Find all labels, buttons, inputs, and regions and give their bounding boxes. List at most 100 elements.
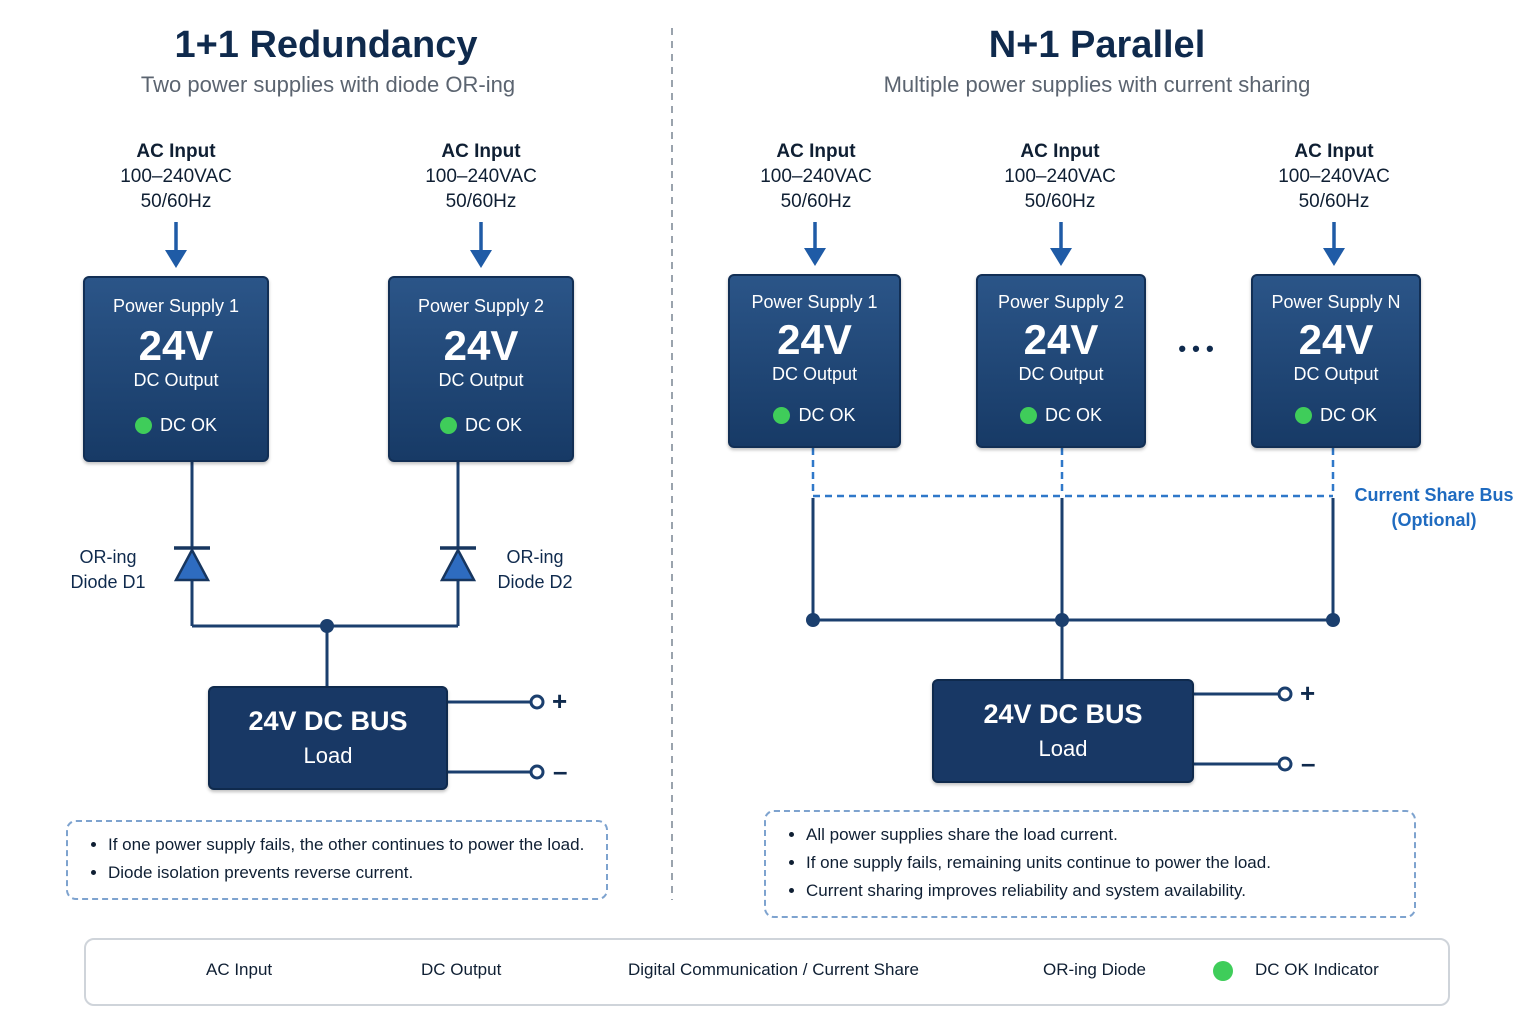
ac-arrow-left-2 xyxy=(470,222,492,268)
note-item: If one supply fails, remaining units con… xyxy=(806,849,1414,877)
psu-status-text: DC OK xyxy=(159,415,217,435)
power-supply-left-1: Power Supply 1 24V DC Output DC OK xyxy=(83,276,269,462)
psu-status-text: DC OK xyxy=(798,405,856,425)
ac-input-right-n: AC Input 100–240VAC 50/60Hz xyxy=(1254,139,1414,214)
dc-ok-indicator-icon xyxy=(773,407,791,424)
psu-status-text: DC OK xyxy=(1044,405,1102,425)
psu-status: DC OK xyxy=(978,405,1144,426)
ac-input-voltage: 100–240VAC xyxy=(760,166,872,187)
diode-d1-symbol xyxy=(173,546,211,582)
note-item: Current sharing improves reliability and… xyxy=(806,877,1414,905)
terminal-plus-label-right: + xyxy=(1300,678,1316,708)
ac-input-freq: 50/60Hz xyxy=(445,191,517,212)
ac-input-freq: 50/60Hz xyxy=(780,191,852,212)
ac-input-label: AC Input xyxy=(1294,141,1374,162)
diode-label-line1: OR-ing xyxy=(506,547,564,567)
bus-title: 24V DC BUS xyxy=(983,699,1143,729)
power-supply-left-2: Power Supply 2 24V DC Output DC OK xyxy=(388,276,574,462)
current-share-bus-lines xyxy=(811,448,1335,498)
bus-load: Load xyxy=(303,743,353,768)
left-notes: If one power supply fails, the other con… xyxy=(66,820,608,900)
psu-desc: DC Output xyxy=(771,364,858,384)
psu-status: DC OK xyxy=(730,405,899,426)
psu-status-text: DC OK xyxy=(464,415,522,435)
terminal-plus-label-left: + xyxy=(552,686,568,716)
psu-desc: DC Output xyxy=(438,370,524,390)
ac-input-right-2: AC Input 100–240VAC 50/60Hz xyxy=(980,139,1140,214)
bus-load: Load xyxy=(1038,736,1088,761)
psu-name: Power Supply 1 xyxy=(751,292,878,312)
legend xyxy=(84,938,1450,1006)
junction-dot-r2 xyxy=(1055,613,1069,627)
junction-dot-left xyxy=(320,619,334,633)
dc-ok-indicator-icon xyxy=(1294,407,1312,424)
ac-input-label: AC Input xyxy=(441,141,521,162)
psu-status-text: DC OK xyxy=(1319,405,1377,425)
ac-input-voltage: 100–240VAC xyxy=(1278,166,1390,187)
left-title: 1+1 Redundancy xyxy=(174,24,478,66)
terminal-minus-label-left: – xyxy=(553,756,568,786)
psu-voltage: 24V xyxy=(443,322,519,369)
psu-voltage: 24V xyxy=(777,316,852,363)
ellipsis-more-supplies: • • • xyxy=(1178,336,1214,361)
terminal-plus-left xyxy=(529,694,545,710)
ac-input-label: AC Input xyxy=(776,141,856,162)
diode-d2-symbol xyxy=(439,546,477,582)
psu-voltage: 24V xyxy=(138,322,214,369)
ac-input-freq: 50/60Hz xyxy=(140,191,212,212)
dc-ok-indicator-icon xyxy=(1019,407,1037,424)
bus-title: 24V DC BUS xyxy=(248,706,408,736)
note-item: Diode isolation prevents reverse current… xyxy=(108,859,606,887)
power-supply-right-1: Power Supply 1 24V DC Output DC OK xyxy=(728,274,901,448)
legend-dc-ok-indicator: DC OK Indicator xyxy=(1255,960,1379,979)
terminal-minus-left xyxy=(529,764,545,780)
note-item: All power supplies share the load curren… xyxy=(806,821,1414,849)
junction-dot-r3 xyxy=(1326,613,1340,627)
psu-name: Power Supply N xyxy=(1271,292,1401,312)
ac-input-voltage: 100–240VAC xyxy=(425,166,537,187)
diode-d1-label: OR-ing Diode D1 xyxy=(58,545,158,595)
diode-d2-label: OR-ing Diode D2 xyxy=(485,545,585,595)
legend-dc-ok-icon xyxy=(1213,961,1233,981)
ac-input-label: AC Input xyxy=(136,141,216,162)
power-supply-right-2: Power Supply 2 24V DC Output DC OK xyxy=(976,274,1146,448)
psu-name: Power Supply 2 xyxy=(997,292,1125,312)
dc-bus-load-left: 24V DC BUS Load xyxy=(208,686,448,790)
current-share-bus-label: Current Share Bus (Optional) xyxy=(1348,483,1520,533)
terminal-plus-right xyxy=(1277,686,1293,702)
terminal-minus-right xyxy=(1277,756,1293,772)
legend-dc-output: DC Output xyxy=(421,960,502,979)
right-notes: All power supplies share the load curren… xyxy=(764,810,1416,918)
ac-arrow-left-1 xyxy=(165,222,187,268)
psu-name: Power Supply 2 xyxy=(417,296,545,316)
psu-voltage: 24V xyxy=(1298,316,1374,363)
ac-arrow-right-n xyxy=(1323,222,1345,266)
diode-label-line1: OR-ing xyxy=(79,547,137,567)
ac-input-right-1: AC Input 100–240VAC 50/60Hz xyxy=(736,139,896,214)
ac-input-left-1: AC Input 100–240VAC 50/60Hz xyxy=(96,139,256,214)
right-subtitle: Multiple power supplies with current sha… xyxy=(883,72,1311,97)
legend-digital-communication: Digital Communication / Current Share xyxy=(628,960,920,979)
share-bus-line1: Current Share Bus xyxy=(1354,485,1514,505)
dc-bus-load-right: 24V DC BUS Load xyxy=(932,679,1194,783)
note-item: If one power supply fails, the other con… xyxy=(108,831,606,859)
junction-dot-r1 xyxy=(806,613,820,627)
ac-input-left-2: AC Input 100–240VAC 50/60Hz xyxy=(401,139,561,214)
share-bus-line2: (Optional) xyxy=(1391,510,1477,530)
psu-name: Power Supply 1 xyxy=(112,296,240,316)
ac-input-freq: 50/60Hz xyxy=(1298,191,1370,212)
psu-status: DC OK xyxy=(390,415,572,436)
psu-voltage: 24V xyxy=(1023,316,1099,363)
dc-ok-indicator-icon xyxy=(134,417,152,434)
psu-desc: DC Output xyxy=(133,370,219,390)
power-supply-right-n: Power Supply N 24V DC Output DC OK xyxy=(1251,274,1421,448)
ac-arrow-right-2 xyxy=(1050,222,1072,266)
dc-ok-indicator-icon xyxy=(439,417,457,434)
legend-ac-input: AC Input xyxy=(206,960,273,979)
ac-input-freq: 50/60Hz xyxy=(1024,191,1096,212)
terminal-minus-label-right: – xyxy=(1301,748,1316,778)
left-subtitle: Two power supplies with diode OR-ing xyxy=(140,72,516,97)
psu-status: DC OK xyxy=(85,415,267,436)
psu-desc: DC Output xyxy=(1018,364,1104,384)
